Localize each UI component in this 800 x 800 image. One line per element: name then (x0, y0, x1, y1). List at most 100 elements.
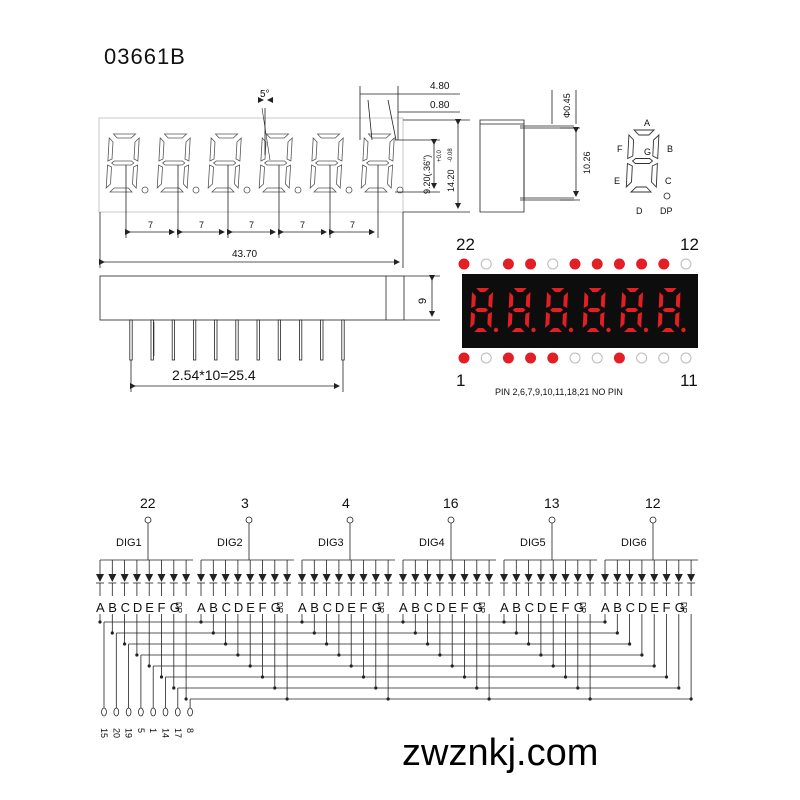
diode-6-f (662, 574, 671, 582)
front-digit-3-segment-g (213, 160, 237, 166)
pin-label-22: 22 (456, 235, 475, 254)
no-pin-note: PIN 2,6,7,9,10,11,18,21 NO PIN (495, 387, 623, 397)
bottom-pin-dots (458, 352, 692, 364)
pitch-label-1: 7 (148, 220, 153, 230)
segment-label-4-g: G (473, 600, 483, 615)
segment-label-2-g: G (271, 600, 281, 615)
diode-2-e (246, 574, 255, 582)
segment-label-5-f: F (562, 600, 570, 615)
bottom-pin-dot-3 (502, 352, 514, 364)
watermark: zwznkj.com (402, 732, 599, 774)
bottom-pin-9 (298, 319, 303, 361)
bottom-pin-5 (214, 319, 218, 361)
segment-label-3-c: C (323, 600, 332, 615)
bottom-pin-4 (192, 319, 197, 361)
front-digit-1-segment-dp (141, 186, 149, 194)
front-digit-3-segment-d (211, 187, 235, 193)
diode-4-g (472, 574, 481, 582)
pin-diameter-label: Φ0.45 (562, 93, 572, 118)
pinout-digit-2-segment-d (511, 328, 525, 332)
front-digit-1-segment-b (133, 137, 140, 162)
diode-5-a (500, 574, 508, 582)
segment-label-4-f: F (461, 600, 469, 615)
segment-label-4-c: C (424, 600, 433, 615)
front-digit-4-segment-g (264, 160, 288, 166)
segment-pin-c (125, 707, 132, 717)
diode-4-c (423, 574, 432, 582)
pinout-digit-2-segment-f (508, 292, 514, 308)
top-pin-dot-7 (591, 258, 603, 270)
common-pin-number-2: 3 (241, 495, 249, 511)
bottom-pin-2 (150, 319, 154, 361)
segment-id-dp (663, 192, 671, 200)
front-digit-3-segment-e (207, 164, 214, 189)
segment-id-digit-outline-segment-c (651, 162, 658, 189)
pinout-digit-2-segment-a (513, 288, 527, 292)
diode-6-d (637, 574, 646, 582)
pin-label-12: 12 (680, 235, 699, 254)
front-digit-4-segment-d (262, 187, 286, 193)
bottom-pin-1 (129, 319, 133, 361)
depth-label: 9 (417, 298, 429, 304)
diode-4-e (448, 574, 457, 582)
segment-id-digit-outline-segment-d (629, 186, 653, 193)
pinout-digit-3-segment-b (563, 292, 568, 308)
pinout-digit-1-segment-b (488, 292, 493, 308)
front-digit-3-segment-b (235, 137, 242, 162)
segment-id-labels: A B C D E F G DP (614, 118, 673, 216)
top-pin-dot-3 (502, 258, 514, 270)
front-digit-4-segment-a (265, 133, 290, 139)
front-digit-1-segment-d (109, 187, 133, 193)
front-digit-6-segment-b (388, 137, 395, 162)
segment-pin-number-g: 17 (173, 728, 183, 738)
segment-pin-d (138, 707, 144, 717)
side-dimension-labels: Φ0.45 10.26 (562, 93, 592, 174)
segment-label-3-e: E (347, 600, 356, 615)
diode-6-b (613, 574, 622, 582)
bottom-pin-dot-10 (658, 352, 670, 364)
common-pin-number-3: 4 (342, 495, 350, 511)
front-dimension-labels: 5° 4.80 0.80 7 7 7 7 7 43.70 14.20 9.20(… (148, 81, 456, 260)
segment-pin-number-b: 20 (111, 728, 121, 738)
segment-label-1-b: B (108, 600, 117, 615)
diode-5-g (573, 574, 582, 582)
front-digit-5-segment-a (316, 133, 341, 139)
pinout-digit-6-segment-b (675, 292, 681, 308)
pin-length-label: 10.26 (582, 151, 592, 174)
pinout-digit-4-segment-f (583, 292, 589, 308)
bottom-pin-dot-6 (569, 352, 581, 364)
pinout-digit-1-segment-g (475, 308, 489, 312)
pinout-digit-5 (620, 288, 649, 333)
pinout-digit-5-segment-f (621, 292, 626, 308)
common-pin-number-1: 22 (140, 495, 156, 511)
front-digit-5-segment-c (336, 164, 343, 189)
segment-label-4-a: A (399, 600, 408, 615)
segment-label-c: C (665, 176, 672, 186)
segment-label-5-dp: DP (578, 602, 587, 613)
front-extension-lines (99, 86, 470, 268)
segment-label-a: A (644, 118, 650, 128)
top-pin-dot-9 (636, 258, 648, 270)
pinout-digit-6-segment-dp (681, 327, 686, 333)
segment-id-digit-outline-segment-g (631, 158, 654, 164)
diode-1-e (145, 574, 154, 582)
top-pin-dot-11 (680, 258, 692, 270)
segment-label-1-e: E (145, 600, 154, 615)
diode-5-d (536, 574, 545, 582)
pinout-digit-4-segment-c (599, 312, 605, 328)
diode-4-a (399, 574, 407, 582)
segment-pin-number-d: 5 (136, 728, 146, 733)
segment-identification: A B C D E F G DP (614, 118, 673, 216)
segment-pin-a (101, 707, 107, 717)
top-pin-dot-2 (480, 258, 492, 270)
top-pin-dot-4 (525, 258, 537, 270)
bottom-dimension-labels: 9 2.54*10=25.4 (172, 298, 429, 383)
pitch-label-4: 7 (300, 220, 305, 230)
pitch-label-5: 7 (350, 220, 355, 230)
bottom-pin-dot-4 (525, 352, 537, 364)
diode-2-b (209, 574, 218, 582)
front-digit-2-segment-f (158, 137, 165, 162)
pinout-digit-3-segment-c (562, 312, 567, 328)
